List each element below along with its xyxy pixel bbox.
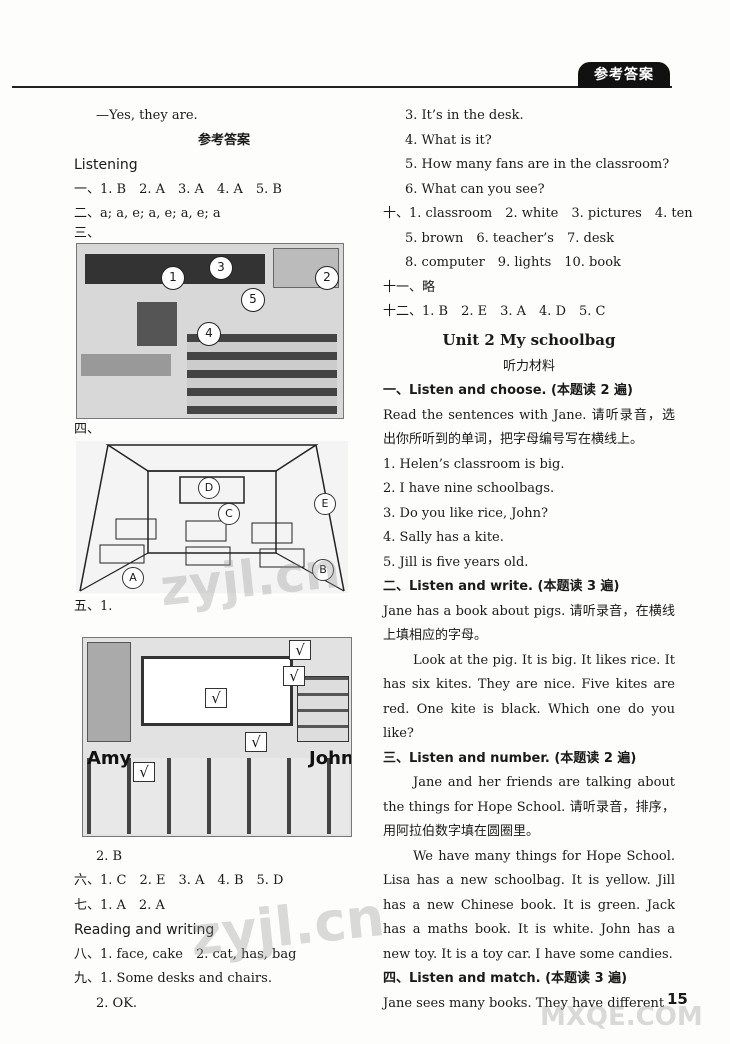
front-desk [81,353,171,376]
answer-q2: 二、a; a, e; a, e; a, e; a [74,206,221,221]
label-3: 3 [209,255,233,280]
section1-item: 2. I have nine schoolbags. [383,481,555,496]
answer-q7: 七、1. A 2. A [74,897,165,913]
check-mark: √ [289,639,311,660]
answer-q3: 三、 [74,225,101,241]
answer-q1: 一、1. B 2. A 3. A 4. A 5. B [74,181,282,197]
answer-r4: 6. What can you see? [405,181,545,197]
section4-heading: 四、Listen and match. (本题读 3 遍) [383,971,628,986]
answer-line: —Yes, they are. [96,108,198,123]
page-number: 15 [667,990,688,1008]
answer-q6: 六、1. C 2. E 3. A 4. B 5. D [74,873,284,888]
label-john: John [309,747,352,769]
label-A: A [122,566,144,589]
header-answer-tag: 参考答案 [578,62,670,88]
left-column: —Yes, they are. 参考答案 Listening 一、1. B 2.… [74,104,374,1016]
answer-r3: 5. How many fans are in the classroom? [405,157,670,172]
classroom-picture-3: √ √ √ √ √ Amy John [82,636,352,837]
answer-q9: 九、1. Some desks and chairs. [74,971,272,986]
label-4: 4 [197,321,221,346]
bookshelf [297,675,349,742]
label-E: E [314,492,336,515]
check-mark: √ [133,761,155,782]
label-amy: Amy [87,747,132,769]
section3-text: We have many things for Hope School. Lis… [383,848,675,962]
section-listening: Listening [74,157,138,173]
listening-material-title: 听力材料 [502,358,555,374]
check-mark: √ [245,731,267,752]
label-1: 1 [161,265,185,290]
header-rule [12,86,672,88]
desk-rows [87,757,349,834]
label-2: 2 [315,265,339,290]
section2-intro: Jane has a book about pigs. 请听录音，在横线上填相应… [383,603,675,644]
section-reading: Reading and writing [74,922,215,938]
check-mark: √ [205,687,227,708]
answer-q5: 五、1. [74,598,113,614]
right-column: 3. It’s in the desk. 4. What is it? 5. H… [383,104,693,1016]
answer-q5b: 2. B [96,848,123,864]
answer-r8: 十一、略 [383,279,436,295]
section1-intro: Read the sentences with Jane. 请听录音，选出你所听… [383,407,675,448]
section3-heading: 三、Listen and number. (本题读 2 遍) [383,750,637,766]
section1-item: 3. Do you like rice, John? [383,505,548,521]
section4-text: Jane sees many books. They have differen… [383,995,665,1011]
answer-r7: 8. computer 9. lights 10. book [405,255,621,270]
answer-r6: 5. brown 6. teacher’s 7. desk [405,230,615,246]
unit-title: Unit 2 My schoolbag [442,330,616,349]
label-D: D [198,476,220,499]
section3-intro: Jane and her friends are talking about t… [383,775,675,839]
answer-q8: 八、1. face, cake 2. cat, has, bag [74,946,297,962]
cabinet [137,301,177,346]
answer-r5: 十、1. classroom 2. white 3. pictures 4. t… [383,206,693,221]
section2-text: Look at the pig. It is big. It likes ric… [383,652,675,742]
answer-r1: 3. It’s in the desk. [405,108,524,123]
desk-rows [187,333,337,414]
classroom-picture-1: 1 2 3 4 5 [76,242,344,419]
section2-heading: 二、Listen and write. (本题读 3 遍) [383,579,620,594]
classroom-picture-2: A B C D E [76,440,348,593]
door [87,641,131,742]
label-5: 5 [241,287,265,312]
check-mark: √ [283,665,305,686]
classroom-line-drawing [79,443,345,592]
answer-title: 参考答案 [197,132,250,148]
label-B: B [312,558,334,581]
section1-item: 4. Sally has a kite. [383,530,504,545]
answer-r9: 十二、1. B 2. E 3. A 4. D 5. C [383,304,606,319]
section1-heading: 一、Listen and choose. (本题读 2 遍) [383,383,633,398]
answer-q4: 四、 [74,421,101,437]
answer-q9b: 2. OK. [96,995,138,1011]
section1-item: 5. Jill is five years old. [383,554,529,570]
section1-item: 1. Helen’s classroom is big. [383,456,565,472]
answer-r2: 4. What is it? [405,132,492,148]
label-C: C [218,502,240,525]
